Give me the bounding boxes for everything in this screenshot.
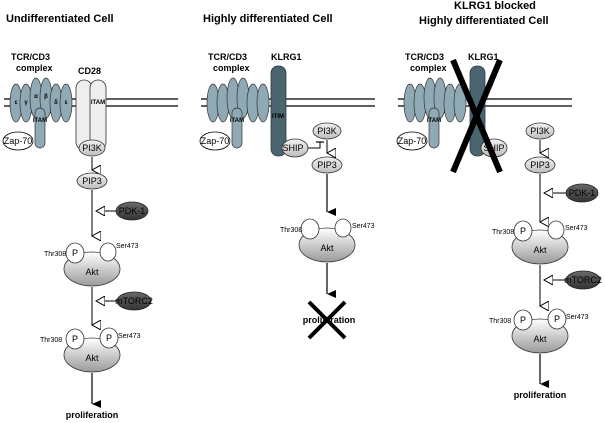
- panel1-pip3: [76, 172, 108, 190]
- panel2-akt: [298, 218, 356, 263]
- panel3-akt2-p2-label: P: [554, 314, 560, 324]
- panel2-tcr-complex: ITAM: [206, 77, 270, 149]
- panel-highly-differentiated: Highly differentiated Cell TCR/CD3 compl…: [199, 13, 375, 340]
- panel3-pip3-label: PIP3: [530, 160, 550, 170]
- panel1-empty-site: [99, 242, 117, 262]
- panel1-cd28-itam: ITAM: [91, 100, 105, 106]
- panel3-pi3k-label: PI3K: [530, 126, 550, 136]
- panel1-akt2-p1-label: P: [72, 334, 78, 344]
- panel1-tcr-complex: ITAM ε γ α β δ ε: [9, 77, 73, 149]
- panel3-ser2-label: Ser473: [566, 314, 589, 321]
- panel1-p-label: P: [72, 248, 78, 258]
- panel1-thr-label: Thr308: [44, 251, 66, 258]
- panel1-pdk1-label: PDK-1: [119, 206, 146, 216]
- panel2-tcr-label-2: complex: [213, 63, 250, 73]
- panel1-cd28-label: CD28: [78, 66, 101, 76]
- panel1-chain-e1: ε: [15, 100, 18, 106]
- panel1-proliferation: proliferation: [66, 410, 119, 420]
- panel3-title: Highly differentiated Cell: [419, 15, 549, 27]
- panel1-chain-d: δ: [54, 100, 58, 106]
- panel3-klrg1-blocked-cross: [450, 58, 503, 174]
- panel1-zap70: [2, 131, 34, 151]
- panel3-akt2-label: Akt: [533, 334, 547, 344]
- panel2-thr-label: Thr308: [280, 227, 302, 234]
- panel1-tcr-label: TCR/CD3: [11, 52, 50, 62]
- panel1-mtorc2-label: mTORC2: [115, 296, 153, 306]
- panel1-chain-e2: ε: [65, 100, 68, 106]
- panel-undifferentiated: Undifferentiated Cell TCR/CD3 complex CD…: [2, 13, 178, 420]
- panel2-zap70-label: Zap-70: [201, 136, 230, 146]
- panel2-pip3-label: PIP3: [317, 160, 337, 170]
- panel2-ship-inhibition: [308, 142, 321, 149]
- panel1-mtorc2: [116, 291, 152, 311]
- panel1-akt2: [63, 327, 121, 373]
- panel2-zap70: [199, 131, 231, 151]
- panel3-akt-label: Akt: [533, 245, 547, 255]
- panel3-proliferation: proliferation: [514, 390, 567, 400]
- panel2-title: Highly differentiated Cell: [203, 13, 333, 25]
- panel1-tcr-itam: ITAM: [33, 118, 47, 124]
- panel-klrg1-blocked: KLRG1 blocked Highly differentiated Cell…: [396, 0, 602, 400]
- panel3-akt2-p1-label: P: [520, 315, 526, 325]
- panel3-pdk1: [565, 183, 599, 203]
- panel1-akt2-p2-label: P: [106, 333, 112, 343]
- panel2-proliferation-blocked-cross: [307, 300, 347, 340]
- panel2-pi3k-label: PI3K: [317, 126, 337, 136]
- panel1-akt2-label: Akt: [85, 353, 99, 363]
- panel1-akt-label: Akt: [85, 267, 99, 277]
- panel1-akt: [63, 242, 121, 287]
- panel3-p-label: P: [520, 226, 526, 236]
- panel2-ship-label: SHIP: [282, 143, 303, 153]
- panel2-pi3k: [312, 122, 342, 140]
- panel1-akt2-p2: [99, 327, 119, 349]
- panel2-ser-label: Ser473: [352, 223, 375, 230]
- panel1-akt2-p1: [65, 328, 85, 350]
- panel1-zap70-label: Zap-70: [4, 136, 33, 146]
- panel1-pip3-label: PIP3: [82, 176, 102, 186]
- panel2-klrg1-receptor: [270, 65, 287, 157]
- panel3-thr2-label: Thr308: [489, 318, 511, 325]
- panel3-mtorc2-label: mTORC2: [564, 275, 602, 285]
- panel3-title-top: KLRG1 blocked: [454, 0, 536, 12]
- panel3-tcr-itam: ITAM: [427, 118, 441, 124]
- panel2-tcr-itam: ITAM: [230, 118, 244, 124]
- panel3-thr-label: Thr308: [492, 229, 514, 236]
- panel3-zap70-label: Zap-70: [398, 136, 427, 146]
- panel2-klrg1-label: KLRG1: [271, 52, 302, 62]
- panel3-akt2: [511, 308, 569, 354]
- panel3-klrg1-label: KLRG1: [468, 52, 499, 62]
- panel2-klrg1-itim: ITIM: [272, 114, 284, 120]
- panel1-pi3k: [78, 139, 106, 157]
- panel3-ship-label: SHIP: [483, 143, 504, 153]
- panel1-ser2-label: Ser473: [118, 333, 141, 340]
- panel3-akt: [511, 220, 569, 265]
- panel1-ser-label: Ser473: [116, 243, 139, 250]
- panel3-tcr-complex: ITAM: [403, 77, 467, 149]
- panel1-pi3k-label: PI3K: [82, 143, 102, 153]
- panel1-title: Undifferentiated Cell: [6, 13, 114, 25]
- panel1-chain-a: α: [34, 94, 38, 100]
- panel1-tcr-label-2: complex: [16, 63, 53, 73]
- panel2-pip3: [311, 156, 343, 174]
- panel1-pdk1: [115, 201, 149, 221]
- panel3-pdk1-label: PDK-1: [569, 188, 596, 198]
- panel3-zap70: [396, 131, 428, 151]
- panel1-p-site: [65, 242, 85, 264]
- panel3-pi3k: [525, 122, 555, 140]
- panel1-chain-g: γ: [24, 100, 28, 106]
- panel3-tcr-label-2: complex: [410, 63, 447, 73]
- panel3-pip3: [524, 156, 556, 174]
- panel3-ser-label: Ser473: [565, 225, 588, 232]
- panel1-chain-b: β: [44, 94, 48, 100]
- panel3-tcr-label: TCR/CD3: [405, 52, 444, 62]
- panel1-cd28-receptor: ITAM: [75, 79, 107, 151]
- panel3-mtorc2: [565, 270, 601, 290]
- panel2-akt-label: Akt: [320, 243, 334, 253]
- panel1-thr2-label: Thr308: [40, 337, 62, 344]
- panel2-tcr-label: TCR/CD3: [208, 52, 247, 62]
- panel1-tcr-tail: [34, 107, 46, 149]
